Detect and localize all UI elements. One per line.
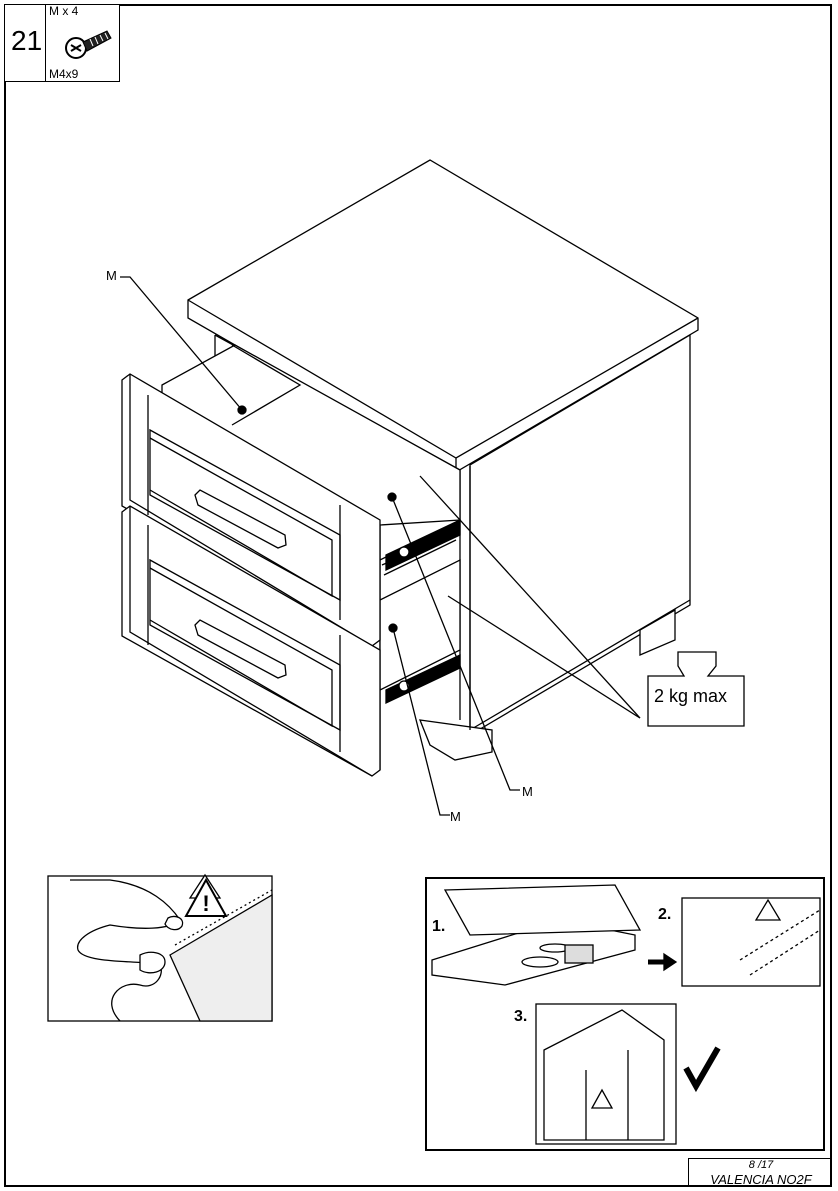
step-number: 21: [11, 25, 43, 56]
screw-label-m3: M: [450, 809, 461, 824]
screw-icon: [65, 30, 112, 59]
care-warning-illustration: [47, 873, 273, 1022]
model-name: VALENCIA NO2F: [710, 1172, 812, 1187]
hardware-size: M4x9: [49, 67, 79, 81]
instruction-step-2: 2.: [658, 906, 672, 923]
footer: 8 /17 VALENCIA NO2F: [688, 1158, 832, 1187]
weight-limit-label: 2 kg max: [654, 686, 728, 706]
screw-label-m2: M: [522, 784, 533, 799]
step-divider: [45, 5, 46, 81]
step-header: 21 M x 4 M4x9: [4, 4, 120, 82]
svg-text:!: !: [202, 891, 209, 916]
label-instruction-panel: [425, 877, 825, 1151]
leader-lines: [120, 276, 641, 816]
nightstand-illustration: [121, 159, 699, 777]
hardware-quantity: M x 4: [49, 4, 79, 18]
weight-icon: [647, 651, 745, 727]
page-number: 8 /17: [748, 1159, 774, 1171]
page-frame: [4, 4, 832, 1187]
checkmark-icon: [683, 1046, 721, 1093]
instruction-step-1: 1.: [432, 918, 446, 935]
instruction-step-3: 3.: [514, 1008, 528, 1025]
warning-icon: !: [184, 878, 228, 917]
screw-label-m1: M: [106, 268, 117, 283]
